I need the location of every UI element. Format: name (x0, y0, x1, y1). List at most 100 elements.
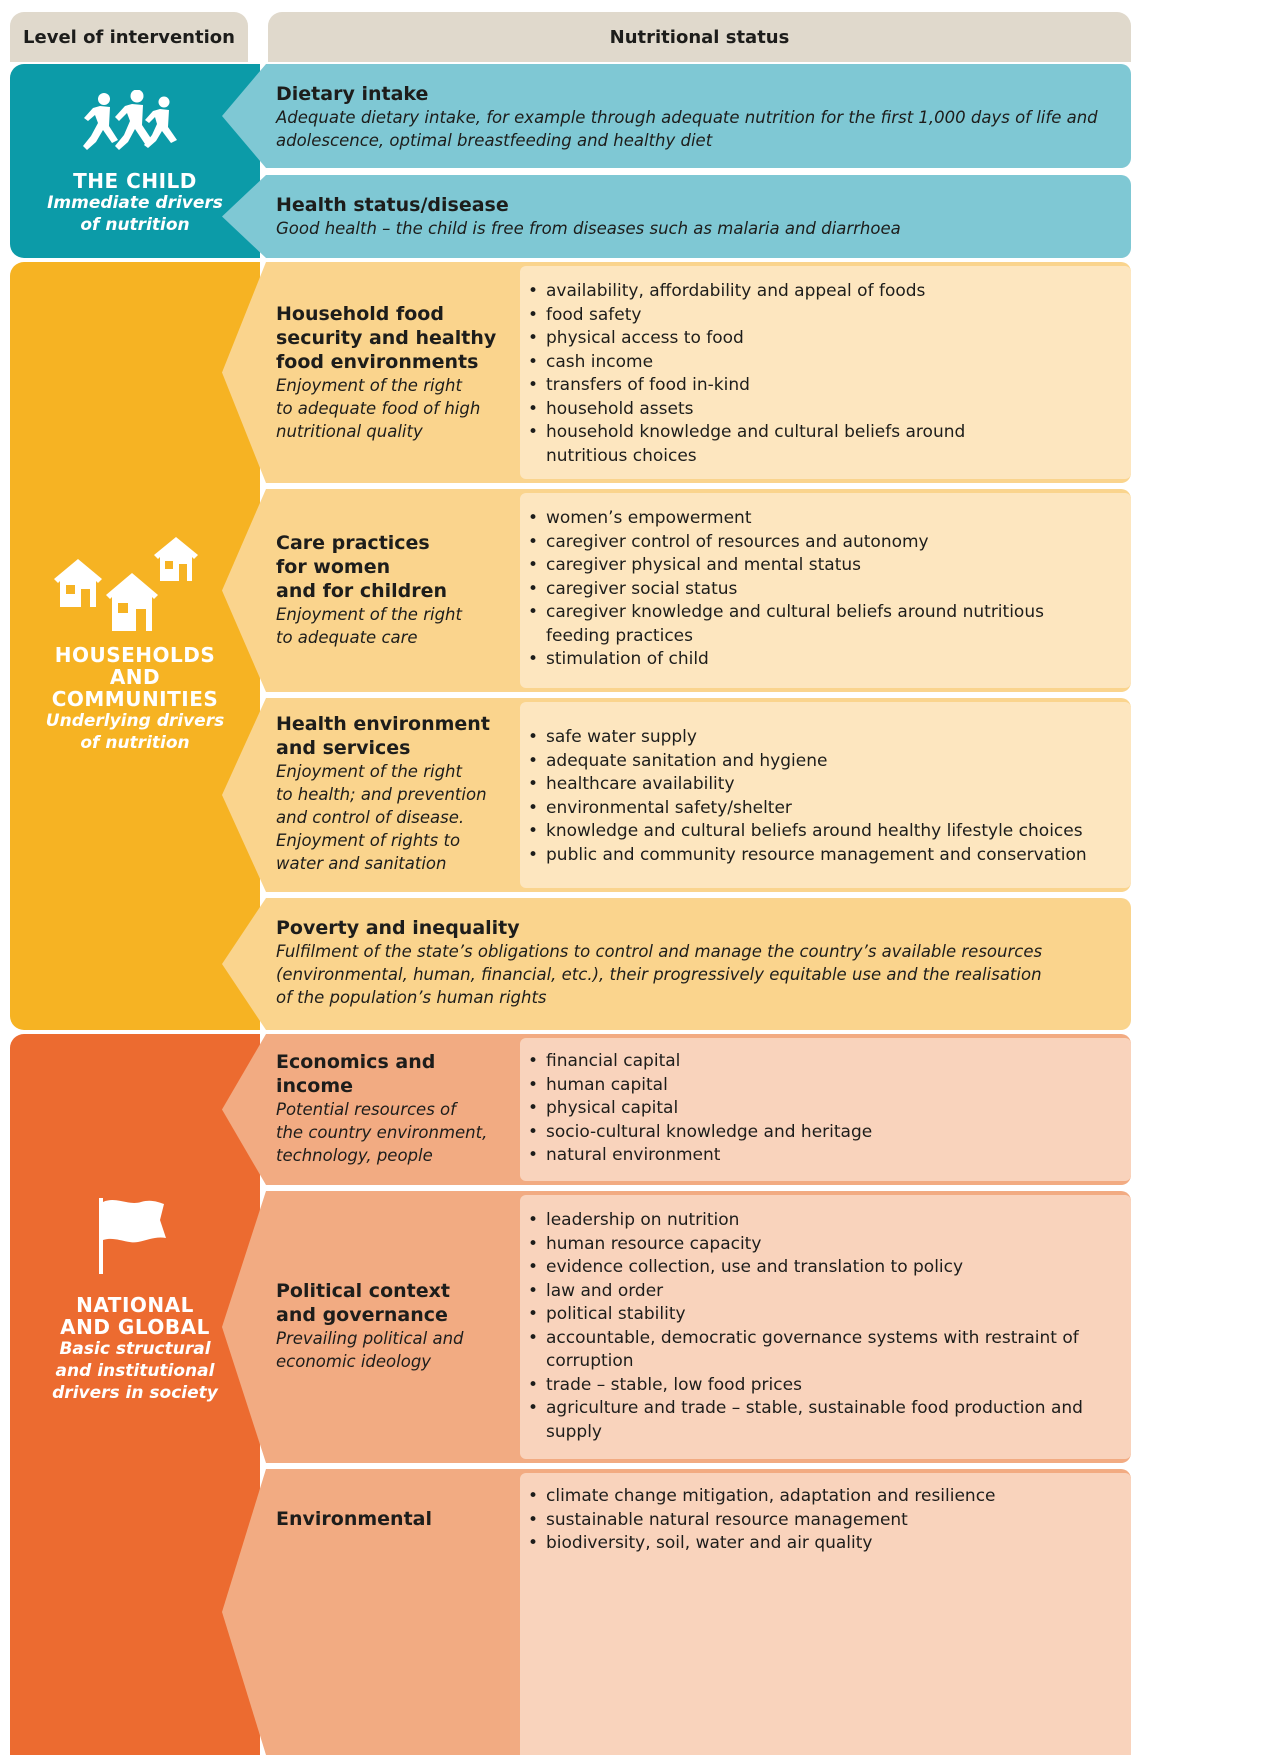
political-title-line2: and governance (276, 1304, 448, 1326)
list-item: transfers of food in-kind (520, 374, 1090, 398)
households-title-line3: COMMUNITIES (51, 687, 219, 711)
list-item: environmental safety/shelter (520, 797, 1120, 821)
food-security-desc-line3: nutritional quality (276, 422, 423, 441)
political-desc-line2: economic ideology (276, 1352, 432, 1371)
health-environment-desc-line2: to health; and prevention (276, 785, 487, 804)
list-item: cash income (520, 351, 1090, 375)
care-practices-desc-line2: to adequate care (276, 628, 418, 647)
care-practices-title-line2: for women (276, 556, 391, 578)
health-status-title: Health status/disease (276, 194, 509, 216)
houses-icon (54, 537, 198, 631)
list-item: sustainable natural resource management (520, 1509, 1100, 1533)
economics-title-line2: income (276, 1075, 354, 1097)
poverty-inequality-desc-line3: of the population’s human rights (276, 988, 547, 1007)
list-item: food safety (520, 304, 1090, 328)
list-item: availability, affordability and appeal o… (520, 280, 1090, 304)
list-item: socio-cultural knowledge and heritage (520, 1121, 1090, 1145)
national-title-line2: AND GLOBAL (60, 1315, 210, 1339)
health-environment-list: safe water supply adequate sanitation an… (520, 726, 1120, 867)
level-households: HOUSEHOLDS AND COMMUNITIES Underlying dr… (10, 262, 260, 1030)
political-desc-line1: Prevailing political and (276, 1329, 464, 1348)
list-item: biodiversity, soil, water and air qualit… (520, 1532, 1100, 1556)
food-security-list: availability, affordability and appeal o… (520, 280, 1090, 468)
households-title-line1: HOUSEHOLDS (54, 643, 216, 667)
list-item: climate change mitigation, adaptation an… (520, 1485, 1100, 1509)
health-status-desc: Good health – the child is free from dis… (276, 219, 901, 238)
care-practices-list-panel: women’s empowerment caregiver control of… (520, 493, 1131, 688)
dietary-intake-desc-line1: Adequate dietary intake, for example thr… (276, 108, 1098, 127)
environmental-list-panel: climate change mitigation, adaptation an… (520, 1473, 1131, 1755)
children-running-icon (83, 90, 177, 150)
list-item: human resource capacity (520, 1233, 1095, 1257)
list-item: physical access to food (520, 327, 1090, 351)
environmental-title: Environmental (276, 1508, 432, 1530)
list-item: adequate sanitation and hygiene (520, 750, 1120, 774)
child-level-subtitle-line1: Immediate drivers (47, 193, 223, 213)
dietary-intake-panel: Dietary intake Adequate dietary intake, … (222, 64, 1131, 168)
list-item: household assets (520, 398, 1090, 422)
list-item: caregiver control of resources and auton… (520, 531, 1090, 555)
nutritional-status-label: Nutritional status (609, 26, 790, 48)
list-item: physical capital (520, 1097, 1090, 1121)
list-item: public and community resource management… (520, 844, 1120, 868)
households-subtitle-line1: Underlying drivers (45, 711, 225, 731)
economics-desc-line3: technology, people (276, 1146, 433, 1165)
list-item: evidence collection, use and translation… (520, 1256, 1095, 1280)
dietary-intake-title: Dietary intake (276, 83, 429, 105)
list-item: stimulation of child (520, 648, 1090, 672)
level-of-intervention-header: Level of intervention (10, 12, 248, 62)
care-practices-title-line3: and for children (276, 580, 448, 602)
national-subtitle-line1: Basic structural (59, 1339, 211, 1359)
economics-desc-line1: Potential resources of (276, 1100, 456, 1119)
health-environment-desc-line1: Enjoyment of the right (276, 762, 462, 781)
economics-title-line1: Economics and (276, 1051, 436, 1073)
child-level-subtitle-line2: of nutrition (80, 215, 190, 235)
poverty-inequality-desc-line2: (environmental, human, financial, etc.),… (276, 965, 1042, 984)
national-title-line1: NATIONAL (76, 1293, 194, 1317)
list-item: leadership on nutrition (520, 1209, 1095, 1233)
list-item: law and order (520, 1280, 1095, 1304)
level-of-intervention-label: Level of intervention (23, 26, 235, 48)
poverty-inequality-panel: Poverty and inequality Fulfilment of the… (222, 898, 1131, 1030)
list-item: caregiver social status (520, 578, 1090, 602)
health-environment-desc-line5: water and sanitation (276, 854, 447, 873)
list-item: financial capital (520, 1050, 1090, 1074)
economics-list-panel: financial capital human capital physical… (520, 1038, 1131, 1181)
political-list: leadership on nutrition human resource c… (520, 1209, 1095, 1444)
health-environment-desc-line3: and control of disease. (276, 808, 465, 827)
health-environment-title-line1: Health environment (276, 713, 490, 735)
health-environment-desc-line4: Enjoyment of rights to (276, 831, 461, 850)
health-environment-list-panel: safe water supply adequate sanitation an… (520, 702, 1131, 888)
economics-list: financial capital human capital physical… (520, 1050, 1090, 1168)
national-subtitle-line2: and institutional (55, 1361, 215, 1381)
food-security-desc-line1: Enjoyment of the right (276, 376, 462, 395)
flag-icon (99, 1198, 166, 1274)
list-item: healthcare availability (520, 773, 1120, 797)
child-level-title: THE CHILD (73, 169, 197, 193)
level-child: THE CHILD Immediate drivers of nutrition (10, 64, 260, 258)
food-security-title-line1: Household food (276, 303, 444, 325)
environmental-list: climate change mitigation, adaptation an… (520, 1485, 1100, 1556)
nutritional-status-header: Nutritional status (268, 12, 1131, 62)
list-item: knowledge and cultural beliefs around he… (520, 820, 1120, 844)
list-item: safe water supply (520, 726, 1120, 750)
list-item: accountable, democratic governance syste… (520, 1327, 1095, 1374)
list-item: women’s empowerment (520, 507, 1090, 531)
care-practices-title-line1: Care practices (276, 532, 430, 554)
food-security-desc-line2: to adequate food of high (276, 399, 481, 418)
households-title-line2: AND (109, 665, 161, 689)
food-security-title-line3: food environments (276, 351, 479, 373)
care-practices-list: women’s empowerment caregiver control of… (520, 507, 1090, 672)
political-title-line1: Political context (276, 1280, 450, 1302)
list-item: caregiver physical and mental status (520, 554, 1090, 578)
list-item: human capital (520, 1074, 1090, 1098)
political-list-panel: leadership on nutrition human resource c… (520, 1195, 1131, 1459)
households-subtitle-line2: of nutrition (80, 733, 190, 753)
list-item: political stability (520, 1303, 1095, 1327)
list-item: trade – stable, low food prices (520, 1374, 1095, 1398)
national-subtitle-line3: drivers in society (52, 1383, 218, 1403)
list-item: caregiver knowledge and cultural beliefs… (520, 601, 1090, 648)
health-status-panel: Health status/disease Good health – the … (222, 175, 1131, 258)
level-national: NATIONAL AND GLOBAL Basic structural and… (10, 1034, 260, 1755)
care-practices-desc-line1: Enjoyment of the right (276, 605, 462, 624)
